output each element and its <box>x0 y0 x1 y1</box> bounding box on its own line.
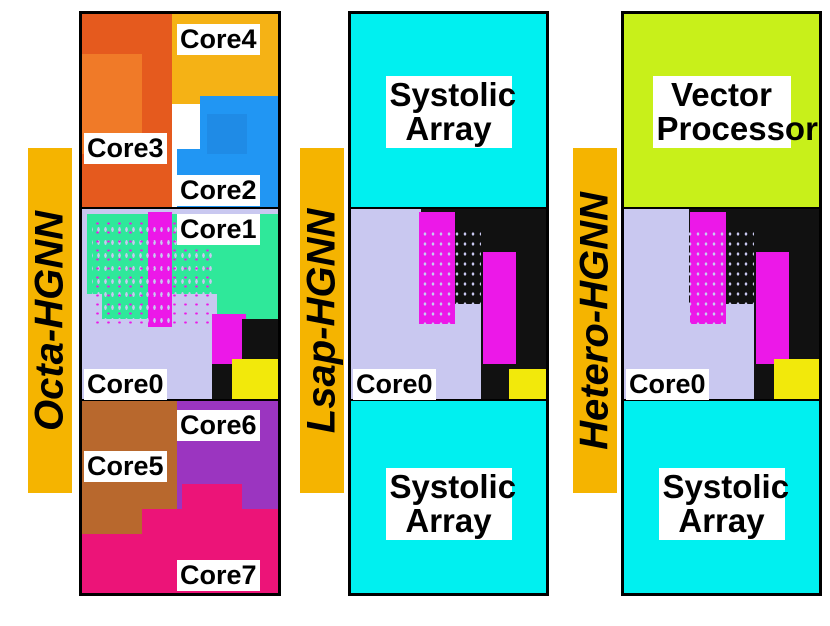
core4-region-b <box>172 74 278 99</box>
hetero-yellow <box>774 359 819 399</box>
core1-region-c <box>217 264 278 319</box>
hetero-bottom-block-label-wrap: Systolic Array <box>624 468 819 540</box>
lsap-hgnn-panel: Systolic Array Core0 Systolic Array <box>348 11 549 596</box>
yellow-area <box>232 359 278 399</box>
hetero-top-block-label: Vector Processor <box>652 76 818 148</box>
core7-region-b <box>142 509 278 539</box>
octa-hgnn-label-bar: Octa-HGNN <box>28 148 72 493</box>
hetero-hgnn-panel: Vector Processor Core0 Systolic Array <box>621 11 822 596</box>
core4-label: Core4 <box>177 24 260 55</box>
octa-divider-top <box>82 207 278 209</box>
lsap-hgnn-label-bar: Lsap-HGNN <box>300 148 344 493</box>
lsap-bottom-block-label: Systolic Array <box>385 468 516 540</box>
lsap-noise-dots <box>381 229 481 339</box>
hetero-magenta-b <box>756 252 789 364</box>
lsap-core0-label: Core0 <box>353 369 436 400</box>
lsap-bottom-block-label-wrap: Systolic Array <box>351 468 546 540</box>
hetero-hgnn-label-bar: Hetero-HGNN <box>573 148 617 493</box>
lsap-top-block-label-wrap: Systolic Array <box>351 76 546 148</box>
lsap-divider-top <box>351 207 546 209</box>
lsap-hgnn-label: Lsap-HGNN <box>299 208 344 433</box>
hetero-noise-dots <box>654 229 754 339</box>
core7-label: Core7 <box>177 560 260 591</box>
lsap-top-block-label: Systolic Array <box>385 76 516 148</box>
core2-label: Core2 <box>177 175 260 206</box>
hetero-hgnn-label: Hetero-HGNN <box>572 191 617 450</box>
core7-region-c <box>182 484 242 514</box>
core5-region-b <box>82 401 172 441</box>
core5-label: Core5 <box>84 451 167 482</box>
hetero-divider-top <box>624 207 819 209</box>
core3-label: Core3 <box>84 133 167 164</box>
core6-label: Core6 <box>177 410 260 441</box>
octa-hgnn-label: Octa-HGNN <box>27 210 72 431</box>
hetero-core0-label: Core0 <box>626 369 709 400</box>
hetero-bottom-block-label: Systolic Array <box>658 468 789 540</box>
core0-label: Core0 <box>84 369 167 400</box>
hetero-top-block-label-wrap: Vector Processor <box>624 76 819 148</box>
octa-hgnn-panel: Core4 Core3 Core2 Core1 Core0 Core6 Core… <box>79 11 281 596</box>
core2-region-c <box>207 114 247 154</box>
lsap-divider-bottom <box>351 399 546 401</box>
lsap-magenta-b <box>483 252 516 364</box>
core1-label: Core1 <box>177 214 260 245</box>
magenta-strip-c <box>212 314 242 364</box>
octa-divider-bottom <box>82 399 278 401</box>
hetero-divider-bottom <box>624 399 819 401</box>
lsap-yellow <box>509 369 546 399</box>
